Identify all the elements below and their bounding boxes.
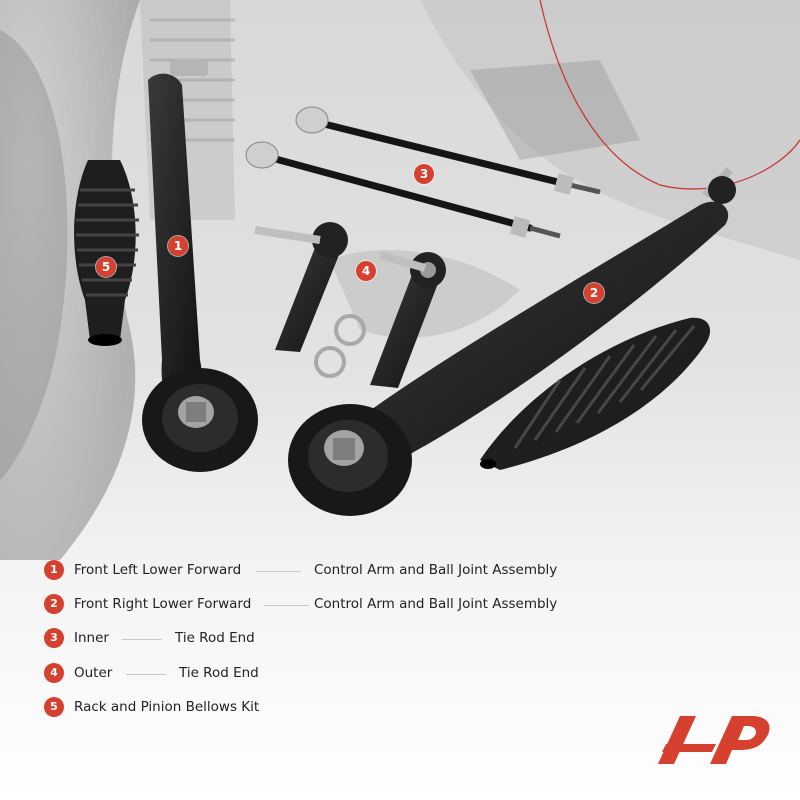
legend-number-badge: 3 [44, 628, 64, 648]
legend-row: 1 Front Left Lower Forward Control Arm a… [44, 559, 584, 581]
legend-leader-line [264, 605, 309, 606]
brand-logo-icon [658, 716, 770, 764]
callout-marker-4: 4 [356, 261, 376, 281]
legend-row: 4 Outer Tie Rod End [44, 662, 344, 684]
legend-part-name: Front Right Lower Forward [74, 596, 252, 612]
legend-leader-line [256, 571, 301, 572]
legend-leader-line [122, 639, 162, 640]
legend-part-name: Inner [74, 630, 109, 646]
legend-part-name: Front Left Lower Forward [74, 562, 242, 578]
legend-number-badge: 2 [44, 594, 64, 614]
callout-marker-5: 5 [96, 257, 116, 277]
callout-marker-1: 1 [168, 236, 188, 256]
legend-number-badge: 5 [44, 697, 64, 717]
callout-marker-2: 2 [584, 283, 604, 303]
rack-boot-left [74, 160, 139, 346]
legend-row: 5 Rack and Pinion Bellows Kit [44, 696, 344, 718]
legend-row: 3 Inner Tie Rod End [44, 627, 344, 649]
legend-part-detail: Tie Rod End [179, 665, 259, 681]
legend-number-badge: 1 [44, 560, 64, 580]
legend-part-detail: Tie Rod End [175, 630, 255, 646]
legend-part-name: Rack and Pinion Bellows Kit [74, 699, 260, 715]
legend-row: 2 Front Right Lower Forward Control Arm … [44, 593, 584, 615]
legend-part-detail: Control Arm and Ball Joint Assembly [314, 562, 558, 578]
legend-number-badge: 4 [44, 663, 64, 683]
legend-part-name: Outer [74, 665, 113, 681]
legend-part-detail: Control Arm and Ball Joint Assembly [314, 596, 558, 612]
legend-leader-line [126, 674, 166, 675]
callout-marker-3: 3 [414, 164, 434, 184]
